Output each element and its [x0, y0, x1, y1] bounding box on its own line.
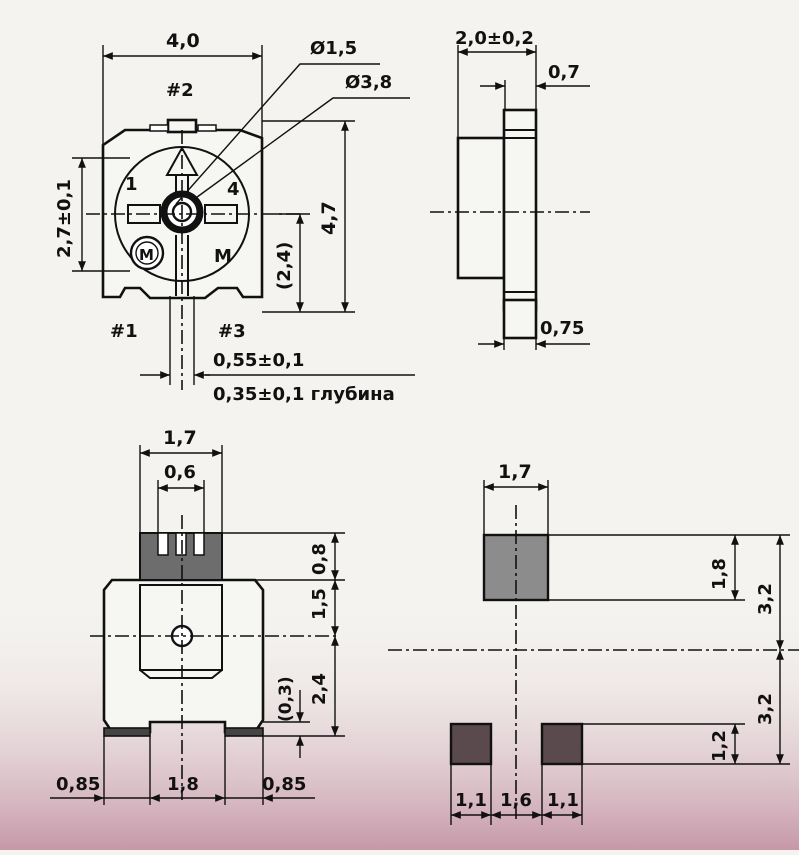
label-fp-18: 1,8: [709, 558, 730, 590]
label-pin1: #1: [110, 321, 138, 342]
label-slot-depth: 0,35±0,1 глубина: [213, 384, 395, 405]
label-h27: 2,7±0,1: [54, 179, 75, 258]
label-bot-15: 1,5: [309, 588, 330, 620]
label-pin2: #2: [166, 80, 194, 101]
label-h24p: (2,4): [274, 242, 295, 290]
footprint-view: [388, 480, 799, 825]
label-bot-17: 1,7: [163, 427, 197, 449]
label-fp-16: 1,6: [500, 790, 532, 811]
bottom-view: [50, 445, 345, 805]
left-bar: [127, 204, 161, 224]
label-markM-circle: M: [139, 246, 154, 264]
label-fp-11-right: 1,1: [547, 790, 579, 811]
label-bot-03p: (0,3): [276, 676, 296, 722]
side-rotor: [502, 108, 538, 312]
label-bot-24: 2,4: [309, 673, 330, 705]
front-view: [72, 45, 415, 390]
label-fp-32b: 3,2: [755, 693, 776, 725]
label-d15: Ø1,5: [310, 38, 357, 59]
label-mark1: 1: [125, 174, 138, 195]
side-body: [456, 136, 506, 280]
label-mark4: 4: [227, 179, 240, 200]
label-h47: 4,7: [318, 201, 340, 235]
side-terminal: [502, 298, 538, 340]
label-bot-18: 1,8: [167, 774, 199, 795]
label-markM: M: [214, 246, 232, 267]
label-fp-11-left: 1,1: [455, 790, 487, 811]
label-d38: Ø3,8: [345, 72, 392, 93]
label-bot-085-left: 0,85: [56, 774, 100, 795]
label-fp-17: 1,7: [498, 461, 532, 483]
inner-window: [139, 584, 223, 671]
leader-d38: [192, 97, 410, 201]
label-side-07: 0,7: [548, 62, 580, 83]
label-bot-08: 0,8: [309, 543, 330, 575]
leader-d15: [175, 63, 380, 205]
pad-right: [540, 722, 584, 766]
side-view: [430, 45, 590, 350]
label-side-width: 2,0±0,2: [455, 28, 534, 49]
dimension-labels: 4,0 Ø1,5 Ø3,8 #2 1 4 M M #1 #3 0,55±0,1 …: [54, 28, 776, 811]
label-fp-32a: 3,2: [755, 583, 776, 615]
label-bot-06: 0,6: [164, 462, 196, 483]
label-slot-width: 0,55±0,1: [213, 350, 304, 371]
label-fp-12: 1,2: [709, 730, 730, 762]
label-pin3: #3: [218, 321, 246, 342]
bottom-body: [102, 578, 265, 734]
label-top-width: 4,0: [166, 30, 200, 52]
pad-left: [449, 722, 493, 766]
label-bot-085-right: 0,85: [262, 774, 306, 795]
label-side-075: 0,75: [540, 318, 584, 339]
